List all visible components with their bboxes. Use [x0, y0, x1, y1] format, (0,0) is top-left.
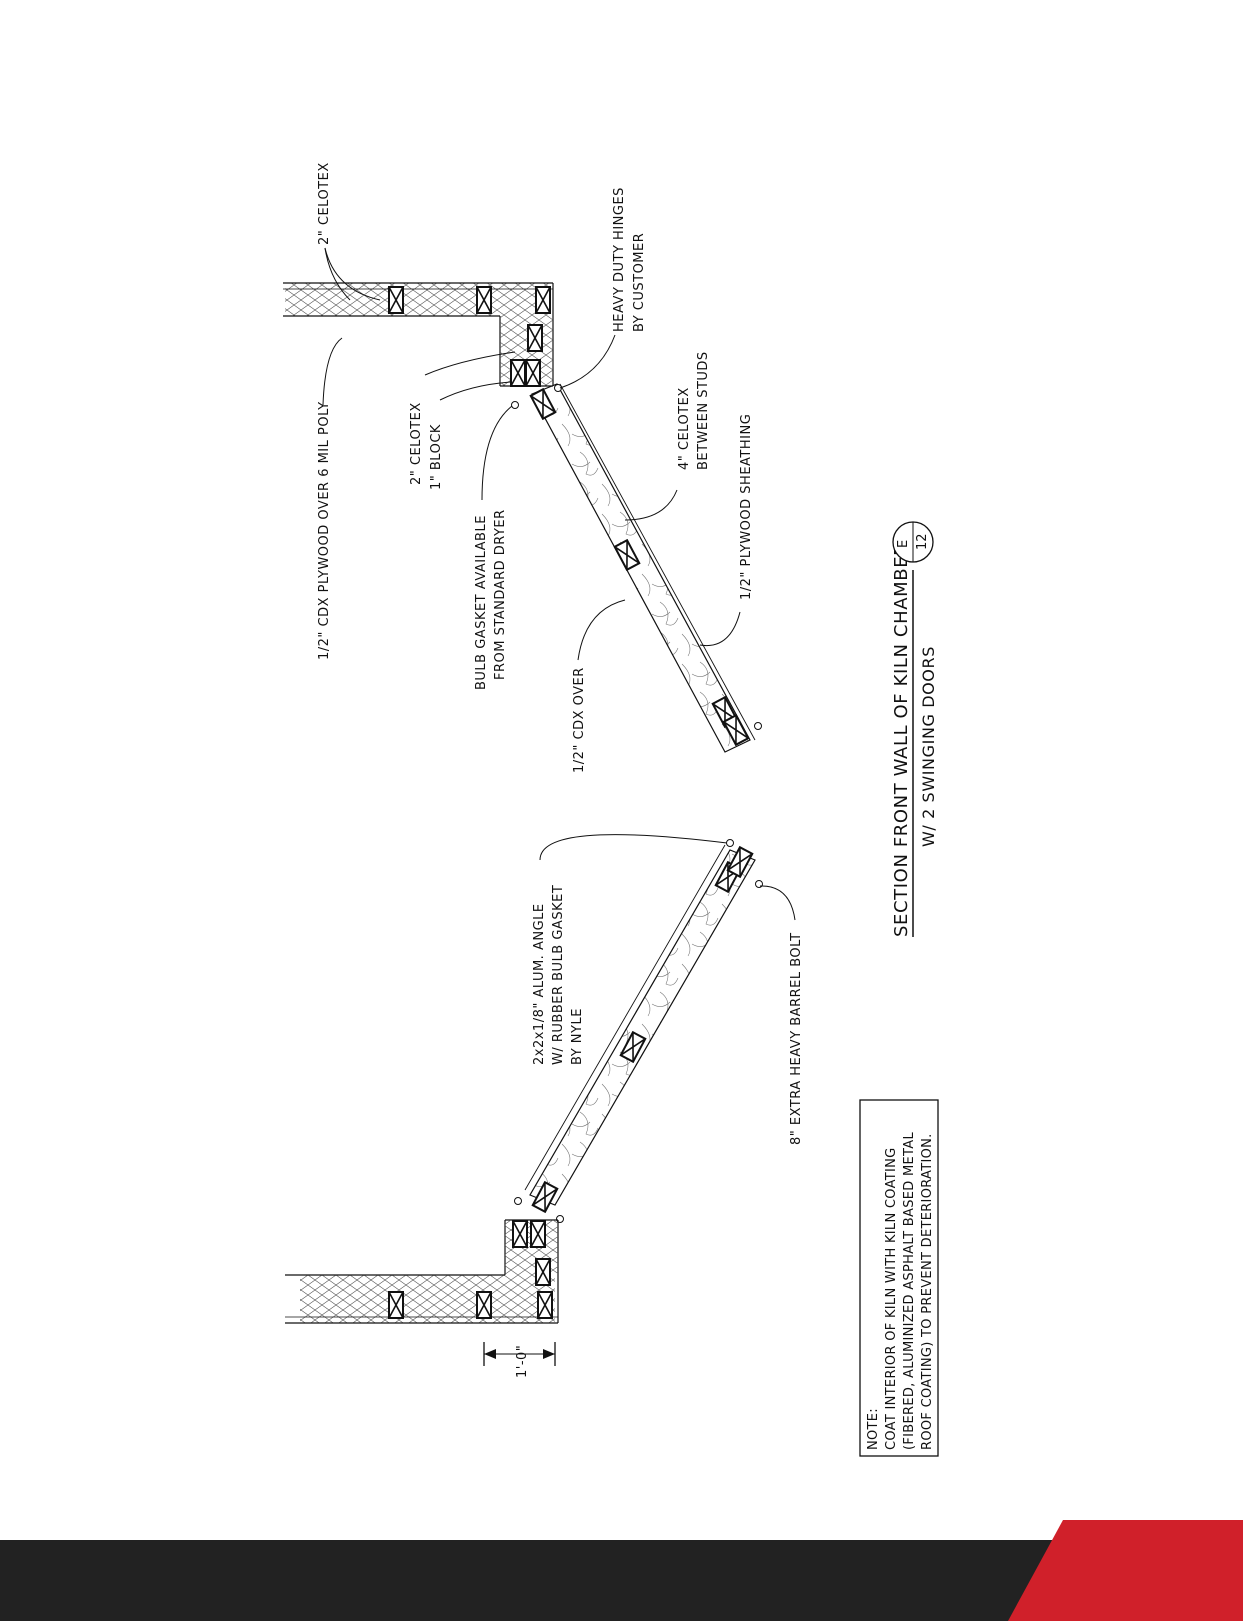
left-wall-section	[285, 1219, 559, 1324]
marker-top: E	[896, 540, 911, 548]
label-angle-3: BY NYLE	[570, 1008, 585, 1065]
label-angle-2: W/ RUBBER BULB GASKET	[551, 885, 566, 1065]
label-celotex-4-1: 4" CELOTEX	[677, 387, 692, 470]
kiln-section-drawing: 2" CELOTEX 1/2" CDX PLYWOOD OVER 6 MIL P…	[283, 162, 939, 1457]
left-door-panel	[514, 839, 763, 1223]
drawing-title: SECTION FRONT WALL OF KILN CHAMBER W/ 2 …	[891, 521, 938, 937]
label-celotex-2-top: 2" CELOTEX	[317, 162, 332, 245]
label-celotex-4-2: BETWEEN STUDS	[696, 351, 711, 470]
label-dimension: 1'-0"	[515, 1345, 530, 1378]
leader-lines	[322, 247, 796, 921]
label-cdx-over: 1/2" CDX OVER	[572, 667, 587, 773]
dimension-1ft	[483, 1342, 556, 1366]
right-wall-section	[283, 282, 554, 387]
right-door-panel	[511, 383, 762, 753]
title-line1: SECTION FRONT WALL OF KILN CHAMBER	[891, 543, 912, 937]
label-gasket-1: BULB GASKET AVAILABLE	[474, 515, 489, 690]
label-angle-1: 2x2x1/8" ALUM. ANGLE	[532, 903, 547, 1065]
note-line3: ROOF COATING) TO PREVENT DETERIORATION.	[920, 1133, 935, 1450]
annotation-labels: 2" CELOTEX 1/2" CDX PLYWOOD OVER 6 MIL P…	[317, 162, 804, 1378]
label-hinges-1: HEAVY DUTY HINGES	[612, 187, 627, 332]
marker-bottom: 12	[915, 533, 930, 550]
note-heading: NOTE:	[866, 1408, 881, 1450]
note: NOTE: COAT INTERIOR OF KILN WITH KILN CO…	[859, 1099, 939, 1457]
label-hinges-2: BY CUSTOMER	[632, 233, 647, 332]
label-celotex-2-mid: 2" CELOTEX	[409, 402, 424, 485]
note-line1: COAT INTERIOR OF KILN WITH KILN COATING	[884, 1147, 899, 1450]
title-line2: W/ 2 SWINGING DOORS	[919, 646, 938, 847]
label-barrel-bolt: 8" EXTRA HEAVY BARREL BOLT	[789, 932, 804, 1145]
label-cdx-over-poly: 1/2" CDX PLYWOOD OVER 6 MIL POLY	[317, 401, 332, 660]
label-plywood-sheathing: 1/2" PLYWOOD SHEATHING	[739, 414, 754, 600]
label-gasket-2: FROM STANDARD DRYER	[493, 509, 508, 680]
label-block-1: 1" BLOCK	[429, 424, 444, 490]
note-line2: (FIBERED, ALUMINIZED ASPHALT BASED METAL	[902, 1132, 917, 1450]
footer-band	[0, 1540, 1243, 1621]
